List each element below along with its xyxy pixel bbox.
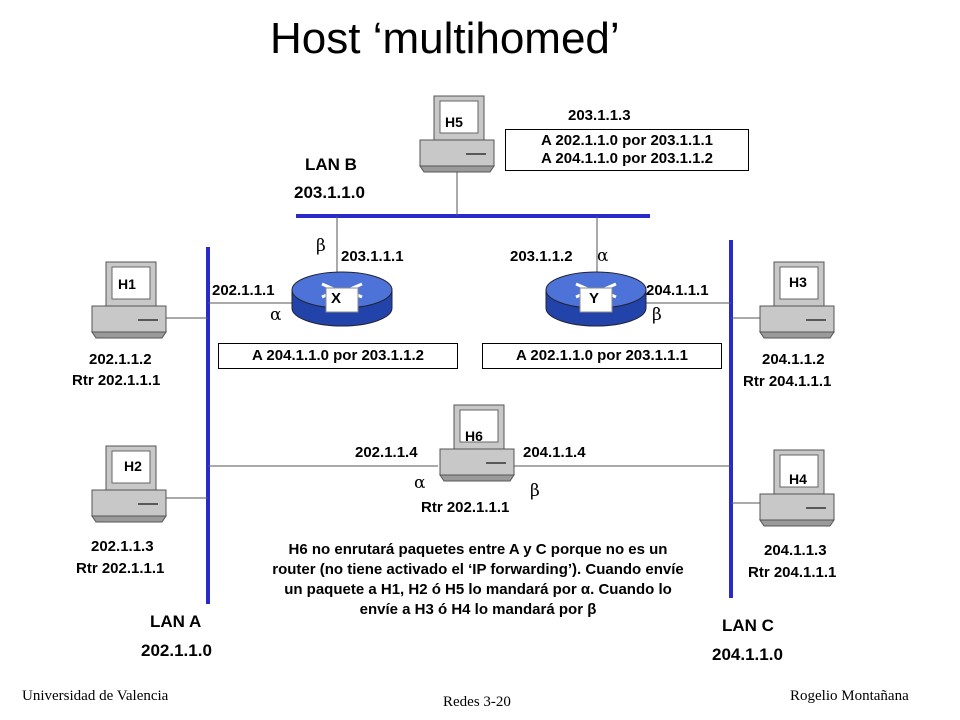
host-h5-icon [419,95,495,173]
router-x-ip-lanb: 203.1.1.1 [341,248,404,265]
host-h2-rtr: Rtr 202.1.1.1 [76,560,165,577]
host-h1-icon [91,261,167,339]
router-x-if-a: α [270,305,282,325]
host-h2-name: H2 [124,458,142,474]
explanation-note: H6 no enrutará paquetes entre A y C porq… [272,541,684,618]
host-h5-name: H5 [445,114,463,130]
host-h3-rtr: Rtr 204.1.1.1 [743,373,832,390]
host-h6-name: H6 [465,428,483,444]
router-x-name: X [331,290,342,307]
host-h5-route-table: A 202.1.1.0 por 203.1.1.1 A 204.1.1.0 po… [505,129,749,171]
footer-slide-number: Redes 3-20 [443,694,511,710]
host-h1-ip: 202.1.1.2 [89,351,152,368]
footer-author: Rogelio Montañana [790,688,909,704]
router-x-icon [291,271,393,327]
host-h4-icon [759,449,835,527]
lan-a-name: LAN A [150,612,202,631]
host-h1-name: H1 [118,276,136,292]
host-h4-name: H4 [789,471,807,487]
host-h4-ip: 204.1.1.3 [764,542,827,559]
page-title: Host ‘multihomed’ [270,14,620,63]
host-h6-ip-c: 204.1.1.4 [523,444,586,461]
router-y-icon [545,271,647,327]
lan-c-name: LAN C [722,616,774,635]
lan-b-net: 203.1.1.0 [294,183,365,202]
host-h3-ip: 204.1.1.2 [762,351,825,368]
host-h2-ip: 202.1.1.3 [91,538,154,555]
host-h5-ip: 203.1.1.3 [568,107,631,124]
router-y-name: Y [589,290,600,307]
lan-a-net: 202.1.1.0 [141,641,212,660]
router-y-ip-lanc: 204.1.1.1 [646,282,709,299]
router-x-ip-lana: 202.1.1.1 [212,282,275,299]
host-h6-if-beta: β [530,481,540,501]
host-h6-rtr: Rtr 202.1.1.1 [421,499,510,516]
router-y-if-b: α [597,246,609,266]
host-h5-route-2: A 204.1.1.0 por 203.1.1.2 [540,150,714,167]
host-h3-name: H3 [789,274,807,290]
footer-university: Universidad de Valencia [22,688,169,704]
router-x-route: A 204.1.1.0 por 203.1.1.2 [218,343,458,369]
host-h4-rtr: Rtr 204.1.1.1 [748,564,837,581]
router-y-route: A 202.1.1.0 por 203.1.1.1 [482,343,722,369]
host-h6-if-alpha: α [414,473,426,493]
host-h1-rtr: Rtr 202.1.1.1 [72,372,161,389]
host-h5-route-1: A 202.1.1.0 por 203.1.1.1 [540,132,714,149]
lan-b-name: LAN B [305,155,357,174]
router-x-if-b: β [316,236,326,256]
router-y-ip-lanb: 203.1.1.2 [510,248,573,265]
router-y-if-c: β [652,305,662,325]
lan-c-net: 204.1.1.0 [712,645,783,664]
host-h6-ip-a: 202.1.1.4 [355,444,418,461]
